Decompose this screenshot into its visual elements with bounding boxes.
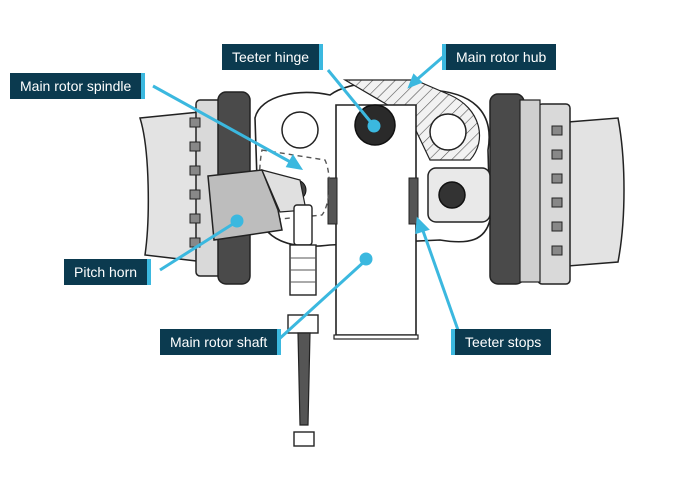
- left-bolts: [189, 117, 201, 248]
- leader-lines: [152, 54, 460, 342]
- main-rotor-shaft: [333, 104, 419, 340]
- right-bolts: [551, 125, 563, 256]
- right-blade-grip: [489, 93, 625, 285]
- pitch-link: [287, 204, 319, 447]
- right-pitch-block: [427, 167, 491, 223]
- left-hub-hole: [281, 111, 319, 149]
- label-teeter-hinge: Teeter hinge: [222, 44, 324, 70]
- label-main-rotor-shaft: Main rotor shaft: [160, 329, 282, 355]
- label-main-rotor-spindle: Main rotor spindle: [10, 73, 146, 99]
- teeter-stops: [327, 177, 419, 225]
- label-main-rotor-hub: Main rotor hub: [441, 44, 557, 70]
- label-pitch-horn: Pitch horn: [64, 259, 152, 285]
- label-teeter-stops: Teeter stops: [450, 329, 552, 355]
- pitch-horn: [207, 169, 307, 241]
- right-hub-hole: [429, 113, 467, 151]
